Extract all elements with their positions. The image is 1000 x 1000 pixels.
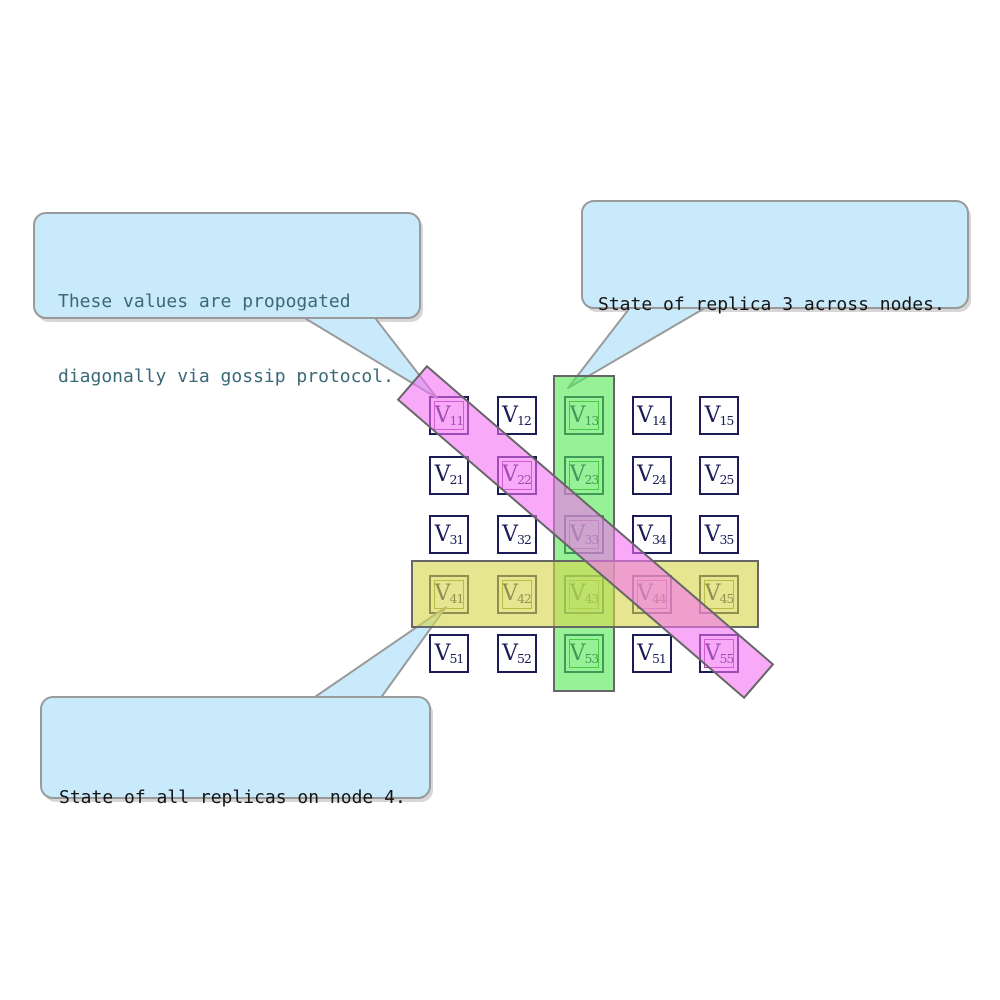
- cell-subscript: 25: [719, 472, 734, 488]
- cell-subscript: 35: [719, 531, 734, 547]
- cell-base: V: [704, 521, 721, 547]
- callout-replica3-text: State of replica 3 across nodes.: [598, 242, 945, 367]
- cell-base: V: [502, 521, 518, 547]
- cell-subscript: 33: [584, 531, 599, 547]
- cell-subscript: 22: [516, 472, 532, 488]
- cell-base: V: [704, 581, 721, 606]
- cell-base: V: [569, 462, 586, 487]
- cell-subscript: 12: [516, 412, 532, 428]
- cell-base: V: [569, 521, 586, 547]
- cell-subscript: 21: [449, 472, 464, 488]
- callout-gossip-line2: diagonally via gossip protocol.: [58, 366, 394, 387]
- callout-node4-tail: [311, 606, 447, 700]
- cell-base: V: [434, 581, 451, 606]
- cell-base: V: [569, 640, 586, 666]
- cell-base: V: [637, 462, 653, 487]
- cell-base: V: [502, 462, 518, 487]
- cell-subscript: 31: [449, 531, 464, 547]
- cell-subscript: 32: [516, 531, 532, 547]
- cell-subscript: 44: [651, 591, 667, 607]
- cell-base: V: [637, 521, 653, 547]
- callout-node4-text: State of all replicas on node 4.: [59, 735, 406, 860]
- callout-node4-line1: State of all replicas on node 4.: [59, 787, 406, 808]
- cell-subscript: 51: [449, 650, 464, 666]
- cell-subscript: 24: [651, 472, 667, 488]
- cell-base: V: [569, 581, 586, 606]
- cell-base: V: [637, 581, 653, 606]
- cell-base: V: [434, 402, 451, 428]
- cell-subscript: 23: [584, 472, 599, 488]
- cell-base: V: [637, 402, 653, 428]
- cell-subscript: 43: [584, 591, 599, 607]
- cell-base: V: [434, 521, 451, 547]
- cell-subscript: 15: [719, 412, 734, 428]
- cell-base: V: [637, 640, 653, 666]
- cell-subscript: 53: [584, 650, 599, 666]
- cell-subscript: 13: [584, 412, 599, 428]
- cell-subscript: 14: [651, 412, 667, 428]
- cell-subscript: 45: [719, 591, 734, 607]
- callout-gossip-text: These values are propogated diagonally v…: [58, 239, 394, 439]
- cell-base: V: [704, 640, 721, 666]
- cell-base: V: [704, 402, 721, 428]
- callout-replica3-line1: State of replica 3 across nodes.: [598, 294, 945, 315]
- cell-subscript: 42: [516, 591, 532, 607]
- cell-subscript: 51: [651, 650, 667, 666]
- cell-base: V: [434, 462, 451, 487]
- cell-base: V: [704, 462, 721, 487]
- callout-gossip-line1: These values are propogated: [58, 291, 351, 312]
- cell-subscript: 11: [449, 412, 464, 428]
- cell-subscript: 55: [719, 650, 734, 666]
- cell-subscript: 41: [449, 591, 464, 607]
- cell-base: V: [502, 581, 518, 606]
- cell-subscript: 52: [516, 650, 532, 666]
- cell-base: V: [502, 640, 518, 666]
- cell-subscript: 34: [651, 531, 667, 547]
- cell-base: V: [569, 402, 586, 428]
- cell-base: V: [502, 402, 518, 428]
- cell-base: V: [434, 640, 451, 666]
